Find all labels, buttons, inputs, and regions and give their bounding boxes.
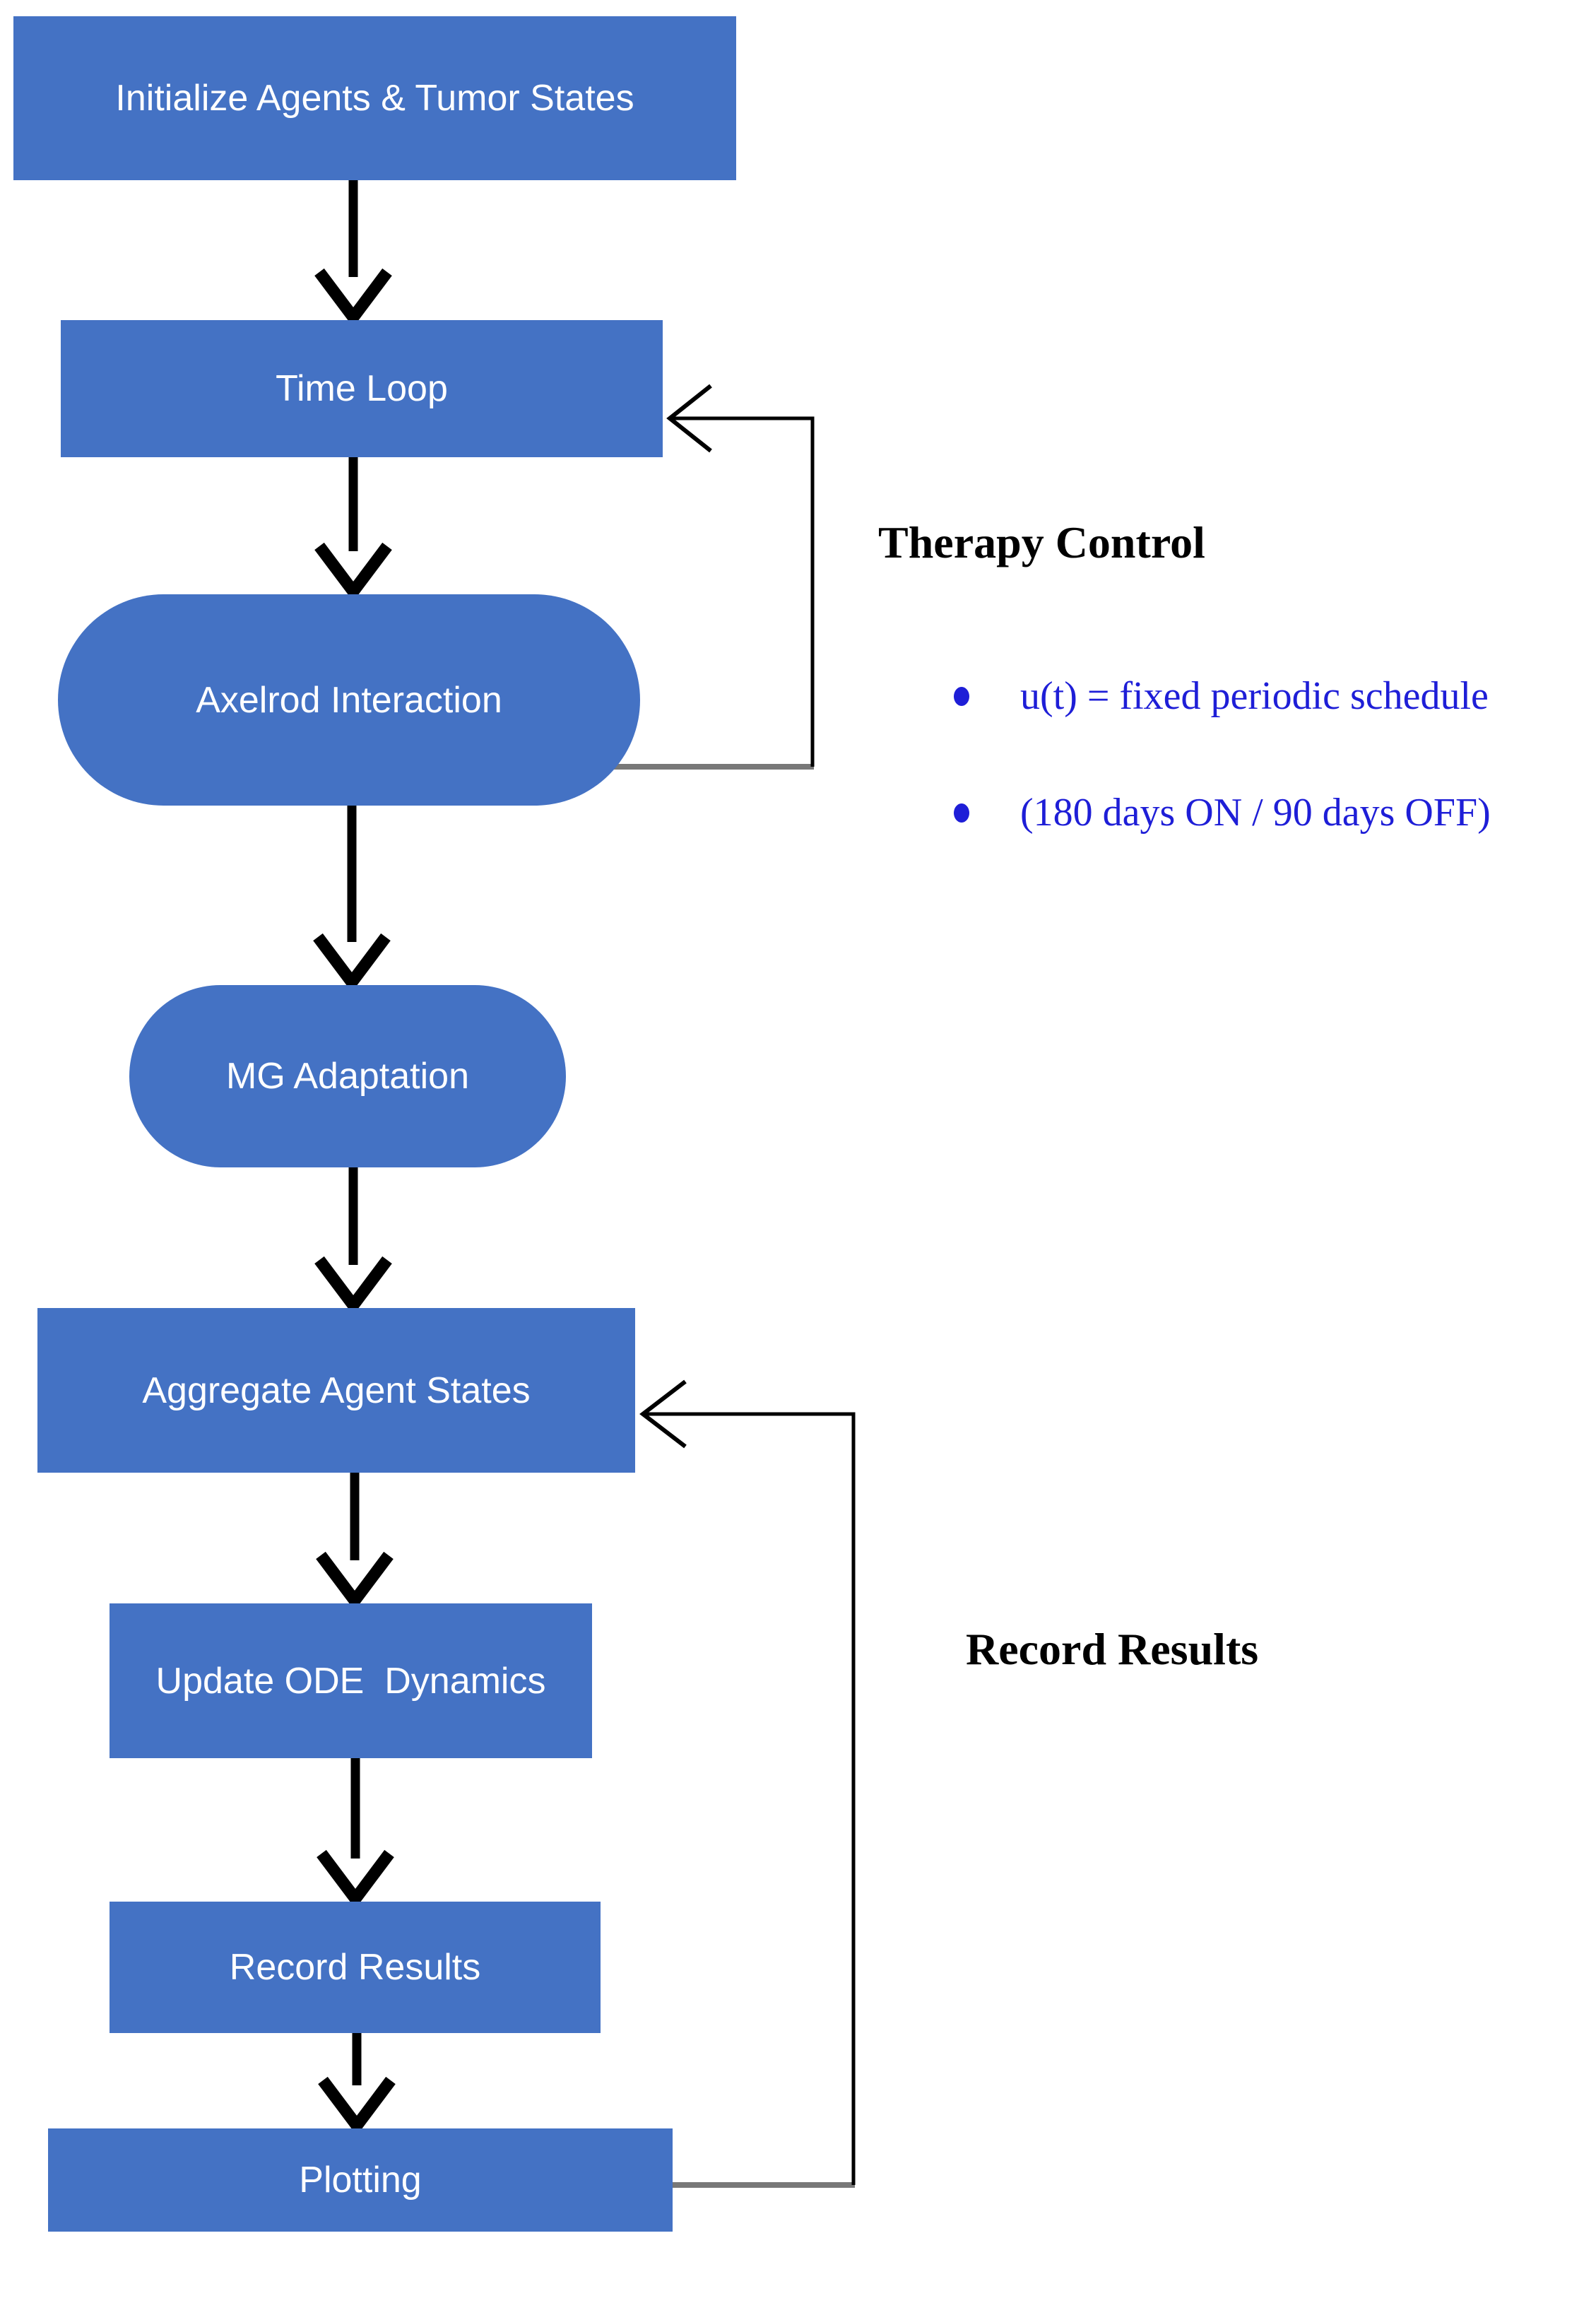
down-arrowhead-icon: [318, 2076, 396, 2136]
therapy-bullet-2: (180 days ON / 90 days OFF): [954, 788, 1491, 837]
left-chevron-arrowhead-icon: [666, 384, 712, 453]
node-aggregate-agent-states: Aggregate Agent States: [37, 1308, 635, 1473]
down-arrowhead-icon: [314, 542, 392, 602]
arrow-timeloop-to-axelrod: [314, 457, 392, 602]
therapy-bullet-1-text: u(t) = fixed periodic schedule: [1020, 674, 1489, 718]
node-label: Plotting: [299, 2160, 422, 2201]
node-mg-adaptation: MG Adaptation: [129, 985, 566, 1167]
down-arrowhead-icon: [316, 1551, 394, 1611]
arrow-record-to-plotting: [318, 2033, 396, 2136]
arrow-mg-to-aggregate: [314, 1167, 392, 1316]
loop-black-segment: [646, 1412, 856, 2185]
therapy-bullet-1: u(t) = fixed periodic schedule: [954, 671, 1489, 721]
node-label: Record Results: [229, 1947, 481, 1988]
node-plotting: Plotting: [48, 2128, 673, 2232]
loop-black-segment: [671, 416, 815, 767]
node-label: Time Loop: [276, 368, 448, 409]
node-label: MG Adaptation: [226, 1056, 469, 1097]
record-results-label: Record Results: [966, 1624, 1259, 1674]
bullet-dot-icon: [954, 803, 969, 823]
arrow-axelrod-to-mg: [313, 806, 391, 993]
arrow-aggregate-to-update: [316, 1473, 394, 1611]
arrow-init-to-timeloop: [314, 180, 392, 328]
node-update-ode-dynamics: Update ODE Dynamics: [110, 1603, 592, 1758]
node-time-loop: Time Loop: [61, 320, 663, 457]
down-arrowhead-icon: [313, 933, 391, 993]
bullet-dot-icon: [954, 686, 969, 706]
feedback-loop-plotting-to-aggregate: [639, 1379, 856, 2188]
node-label: Update ODE Dynamics: [155, 1660, 546, 1702]
node-label: Aggregate Agent States: [142, 1370, 531, 1411]
arrow-update-to-record: [317, 1758, 394, 1909]
down-arrowhead-icon: [314, 1256, 392, 1316]
therapy-control-label: Therapy Control: [878, 517, 1205, 567]
therapy-bullet-2-text: (180 days ON / 90 days OFF): [1020, 791, 1491, 835]
down-arrowhead-icon: [314, 268, 392, 328]
node-axelrod-interaction: Axelrod Interaction: [58, 594, 640, 806]
node-label: Initialize Agents & Tumor States: [115, 78, 634, 119]
down-arrowhead-icon: [317, 1849, 394, 1909]
feedback-loop-axelrod-to-timeloop: [609, 384, 815, 770]
node-initialize-agents: Initialize Agents & Tumor States: [13, 16, 736, 180]
left-chevron-arrowhead-icon: [639, 1379, 687, 1449]
node-record-results: Record Results: [110, 1902, 601, 2033]
node-label: Axelrod Interaction: [196, 679, 502, 721]
